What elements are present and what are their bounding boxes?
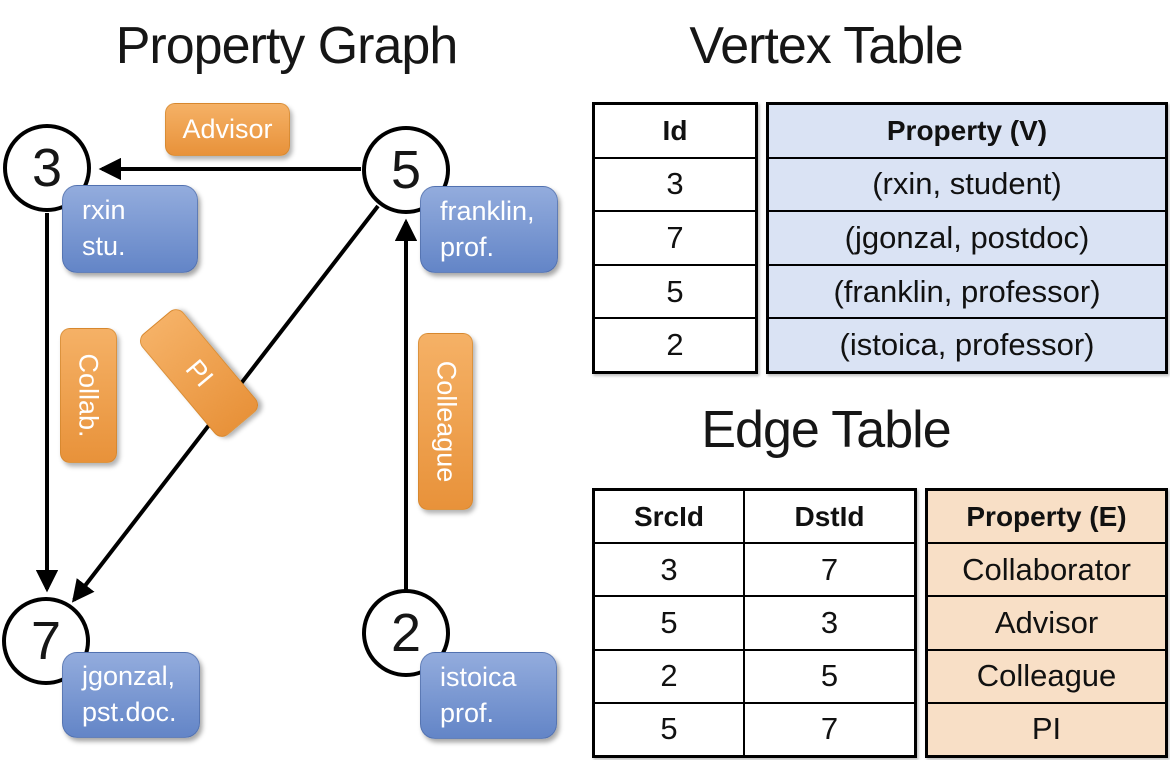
vertex-callout-2: istoica prof.	[420, 652, 557, 739]
node-7-id: 7	[30, 611, 62, 671]
vertex-row-id: 2	[595, 317, 755, 371]
edge-table-dstid-header: DstId	[794, 500, 865, 532]
edge-row-src: 5	[595, 597, 745, 649]
edge-row-property: Advisor	[928, 595, 1165, 649]
edge-row-property: PI	[928, 701, 1165, 756]
edge-table-id-columns: SrcId DstId 3 7 5 3 2 5 5 7	[592, 488, 917, 758]
edge-label-advisor: Advisor	[165, 103, 290, 156]
vertex-row-property: (franklin, professor)	[769, 263, 1165, 318]
edge-row-dst: 7	[820, 551, 839, 587]
vertex-row-property: (jgonzal, postdoc)	[769, 210, 1165, 264]
edge-table-row: 3 7	[595, 542, 914, 596]
vertex-table-property-header: Property (V)	[769, 105, 1165, 157]
vertex-callout-7: jgonzal, pst.doc.	[62, 652, 200, 738]
edge-table-property-header: Property (E)	[928, 491, 1165, 543]
property-graph-title: Property Graph	[115, 17, 459, 75]
edge-row-src: 2	[595, 650, 745, 702]
edge-row-dst: 5	[820, 658, 839, 694]
edge-table-row: 5 7	[595, 701, 914, 756]
edge-row-src: 3	[595, 544, 745, 596]
vertex-row-id: 5	[595, 263, 755, 318]
node-3-id: 3	[31, 138, 63, 198]
edge-table-property-column: Property (E) Collaborator Advisor Collea…	[925, 488, 1168, 758]
edge-row-dst: 7	[820, 711, 839, 747]
edge-row-dst: 3	[820, 605, 839, 640]
graph-node-5: 5	[362, 126, 450, 214]
vertex-table-property-column: Property (V) (rxin, student) (jgonzal, p…	[766, 102, 1168, 374]
edge-table-srcid-header: SrcId	[595, 491, 745, 543]
vertex-row-property: (rxin, student)	[769, 156, 1165, 211]
vertex-table-id-column: Id 3 7 5 2	[592, 102, 758, 374]
edge-table-title: Edge Table	[701, 401, 951, 459]
vertex-callout-5: franklin, prof.	[420, 186, 558, 273]
edge-table-row: 5 3	[595, 595, 914, 649]
vertex-row-id: 7	[595, 210, 755, 264]
node-5-id: 5	[390, 140, 422, 200]
edge-row-src: 5	[595, 703, 745, 756]
vertex-row-id: 3	[595, 156, 755, 211]
graph-node-2: 2	[362, 589, 450, 677]
edge-row-property: Collaborator	[928, 542, 1165, 596]
vertex-table-title: Vertex Table	[689, 17, 963, 75]
edge-label-collab: Collab.	[60, 328, 117, 463]
vertex-callout-3: rxin stu.	[62, 185, 198, 273]
vertex-row-property: (istoica, professor)	[769, 317, 1165, 371]
vertex-table-id-header: Id	[662, 114, 688, 146]
edge-table-row: 2 5	[595, 648, 914, 702]
node-2-id: 2	[390, 603, 422, 663]
edge-label-colleague: Colleague	[418, 333, 473, 510]
edge-row-property: Colleague	[928, 648, 1165, 702]
